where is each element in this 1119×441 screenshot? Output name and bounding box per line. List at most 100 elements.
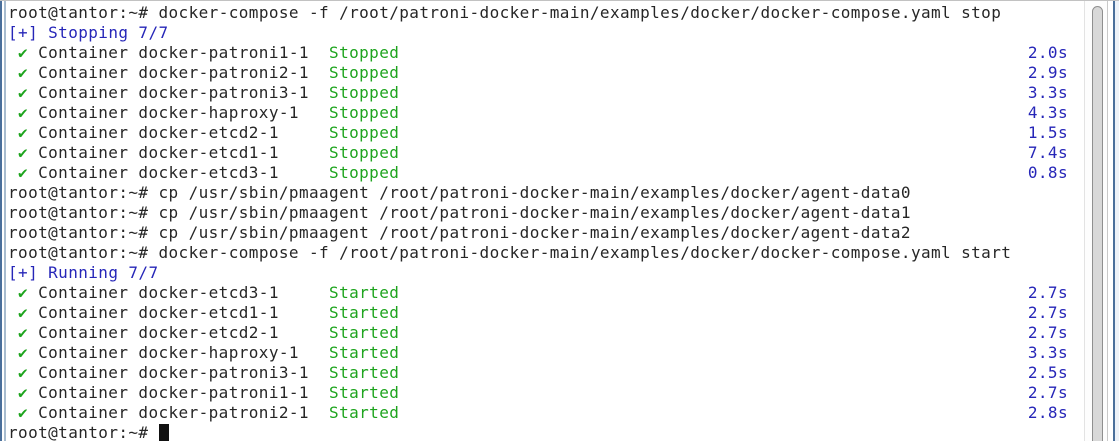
- duration-label: 2.5s: [1027, 363, 1068, 382]
- terminal-text-segment: [8, 303, 18, 323]
- terminal-line: root@tantor:~# cp /usr/sbin/pmaagent /ro…: [8, 203, 1068, 223]
- terminal-line: ✔ Container docker-patroni1-1 Started 2.7…: [8, 383, 1068, 403]
- terminal-line: [+] Running 7/7: [8, 263, 1068, 283]
- terminal-text-segment: root@tantor:~# docker-compose -f /root/p…: [8, 243, 1012, 262]
- terminal-text-segment: Container docker-patroni3-1: [28, 83, 330, 102]
- terminal-text-segment: Container docker-etcd1-1: [28, 303, 330, 322]
- terminal-line: ✔ Container docker-patroni1-1 Stopped 2.0…: [8, 43, 1068, 63]
- terminal-line: root@tantor:~#: [8, 423, 1068, 441]
- terminal-text-segment: [8, 283, 18, 303]
- terminal-line: [+] Stopping 7/7: [8, 23, 1068, 43]
- terminal-text-segment: [+] Stopping 7/7: [8, 23, 169, 42]
- scrollbar-thumb[interactable]: [1092, 6, 1103, 441]
- window-border-right-outer: [1115, 1, 1119, 441]
- check-icon: ✔: [18, 103, 29, 122]
- terminal-text-segment: Container docker-patroni1-1: [28, 383, 330, 402]
- terminal-line: ✔ Container docker-etcd3-1 Started 2.7s: [8, 283, 1068, 303]
- terminal-text-segment: [8, 103, 18, 123]
- check-icon: ✔: [18, 383, 29, 402]
- terminal-text-segment: Stopped: [329, 163, 400, 182]
- duration-label: 7.4s: [1027, 143, 1068, 162]
- terminal-text-segment: root@tantor:~# cp /usr/sbin/pmaagent /ro…: [8, 223, 911, 242]
- check-icon: ✔: [18, 83, 29, 102]
- terminal-text-segment: Stopped: [329, 63, 400, 82]
- duration-label: 2.8s: [1027, 403, 1068, 422]
- check-icon: ✔: [18, 163, 29, 182]
- check-icon: ✔: [18, 343, 29, 362]
- terminal-text-segment: root@tantor:~# docker-compose -f /root/p…: [8, 3, 1002, 22]
- duration-label: 3.3s: [1027, 83, 1068, 102]
- terminal-line: ✔ Container docker-patroni3-1 Started 2.5…: [8, 363, 1068, 383]
- check-icon: ✔: [18, 303, 29, 322]
- duration-label: 0.8s: [1027, 163, 1068, 182]
- duration-label: 2.7s: [1027, 383, 1068, 402]
- terminal-text-segment: Started: [329, 383, 400, 402]
- window-border-left: [0, 1, 2, 441]
- terminal-text-segment: [8, 343, 18, 363]
- terminal-text-segment: Started: [329, 283, 400, 302]
- terminal-text-segment: [8, 63, 18, 83]
- terminal-text-segment: [8, 123, 18, 143]
- terminal-text-segment: Container docker-haproxy-1: [28, 343, 330, 362]
- check-icon: ✔: [18, 63, 29, 82]
- check-icon: ✔: [18, 283, 29, 302]
- terminal-screen[interactable]: root@tantor:~# docker-compose -f /root/p…: [6, 1, 1084, 441]
- terminal-text-segment: Stopped: [329, 83, 400, 102]
- terminal-text-segment: Stopped: [329, 103, 400, 122]
- terminal-line: ✔ Container docker-haproxy-1 Started 3.3s: [8, 343, 1068, 363]
- terminal-line: root@tantor:~# docker-compose -f /root/p…: [8, 243, 1068, 263]
- terminal-text-segment: root@tantor:~# cp /usr/sbin/pmaagent /ro…: [8, 183, 911, 202]
- terminal-text-segment: [8, 383, 18, 403]
- check-icon: ✔: [18, 403, 29, 422]
- terminal-line: ✔ Container docker-patroni2-1 Stopped 2.9…: [8, 63, 1068, 83]
- terminal-text-segment: Stopped: [329, 143, 400, 162]
- terminal-line: root@tantor:~# cp /usr/sbin/pmaagent /ro…: [8, 183, 1068, 203]
- terminal-text-segment: [8, 363, 18, 383]
- terminal-text-segment: Container docker-etcd1-1: [28, 143, 330, 162]
- check-icon: ✔: [18, 43, 29, 62]
- terminal-text-segment: Container docker-patroni2-1: [28, 63, 330, 82]
- duration-label: 2.9s: [1027, 63, 1068, 82]
- terminal-text-segment: Stopped: [329, 123, 400, 142]
- check-icon: ✔: [18, 123, 29, 142]
- check-icon: ✔: [18, 143, 29, 162]
- window-border-left-gap: [2, 1, 4, 441]
- window-border-left-inner: [4, 1, 6, 441]
- duration-label: 3.3s: [1027, 343, 1068, 362]
- duration-label: 2.7s: [1027, 303, 1068, 322]
- terminal-line: ✔ Container docker-patroni3-1 Stopped 3.3…: [8, 83, 1068, 103]
- terminal-text-segment: Container docker-patroni3-1: [28, 363, 330, 382]
- scrollbar-track[interactable]: [1084, 1, 1107, 441]
- terminal-text-segment: [8, 163, 18, 183]
- window-border-right-gap: [1107, 1, 1113, 441]
- terminal-text-segment: Started: [329, 323, 400, 342]
- terminal-text-segment: Container docker-etcd2-1: [28, 123, 330, 142]
- terminal-line: root@tantor:~# cp /usr/sbin/pmaagent /ro…: [8, 223, 1068, 243]
- check-icon: ✔: [18, 363, 29, 382]
- duration-label: 2.7s: [1027, 283, 1068, 302]
- terminal-line: root@tantor:~# docker-compose -f /root/p…: [8, 3, 1068, 23]
- terminal-line: ✔ Container docker-haproxy-1 Stopped 4.3s: [8, 103, 1068, 123]
- terminal-text-segment: Container docker-patroni1-1: [28, 43, 330, 62]
- duration-label: 4.3s: [1027, 103, 1068, 122]
- terminal-text-segment: Stopped: [329, 43, 400, 62]
- terminal-text-segment: [8, 323, 18, 343]
- terminal-text-segment: Started: [329, 363, 400, 382]
- terminal-cursor: [158, 424, 169, 441]
- terminal-text-segment: Container docker-haproxy-1: [28, 103, 330, 122]
- terminal-text-segment: [8, 83, 18, 103]
- terminal-text-segment: root@tantor:~#: [8, 423, 159, 441]
- terminal-text-segment: [8, 403, 18, 423]
- check-icon: ✔: [18, 323, 29, 342]
- duration-label: 2.7s: [1027, 323, 1068, 342]
- window-border-right: [1113, 1, 1115, 441]
- terminal-text-segment: Container docker-etcd3-1: [28, 283, 330, 302]
- duration-label: 2.0s: [1027, 43, 1068, 62]
- terminal-text-segment: root@tantor:~# cp /usr/sbin/pmaagent /ro…: [8, 203, 911, 222]
- terminal-text-segment: Started: [329, 343, 400, 362]
